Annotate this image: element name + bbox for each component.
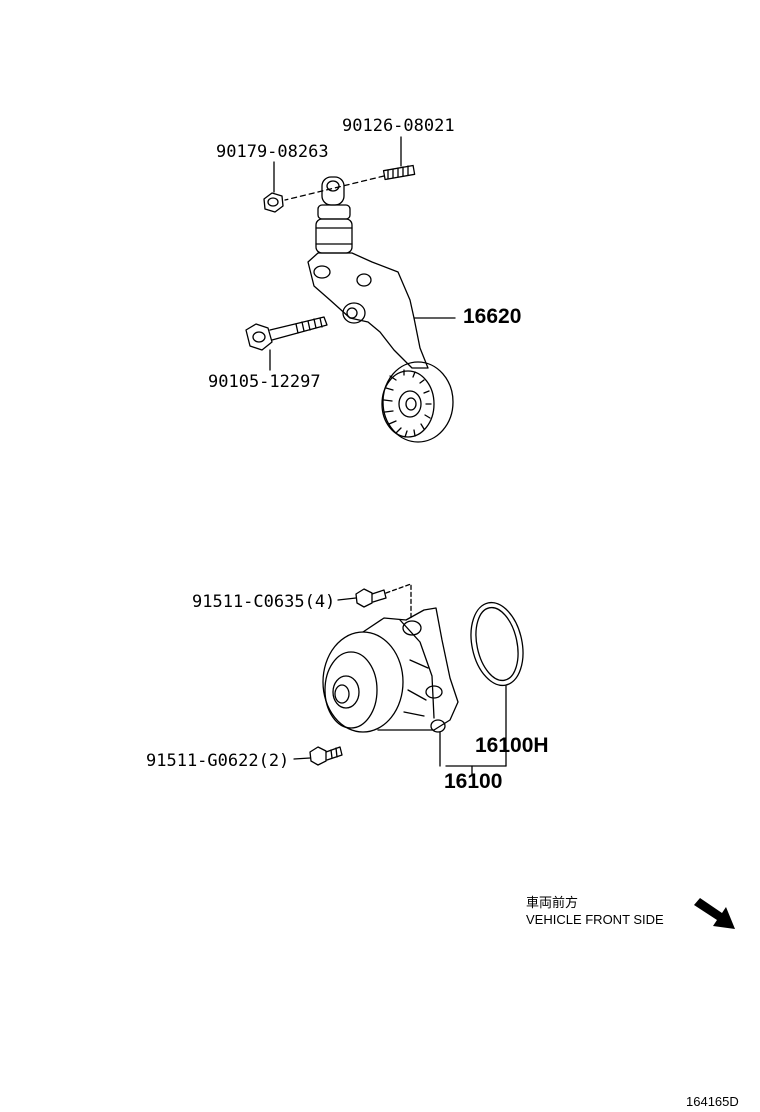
figure-id: 164165D <box>686 1094 739 1109</box>
front-direction-arrow-icon <box>694 898 735 929</box>
gasket-part <box>470 601 524 687</box>
nut-part <box>263 192 284 213</box>
water-pump-part <box>322 607 459 733</box>
label-tensioner-bolt: 90105-12297 <box>208 372 321 392</box>
label-nut: 90179-08263 <box>216 142 329 162</box>
label-water-pump: 16100 <box>444 770 503 793</box>
tensioner-bolt-part <box>245 316 328 351</box>
stud-part <box>382 164 416 181</box>
pump-bolt-upper-part <box>355 588 387 608</box>
label-tensioner: 16620 <box>463 305 522 328</box>
label-pump-bolt-lower: 91511-G0622(2) <box>146 751 290 771</box>
direction-label-en: VEHICLE FRONT SIDE <box>526 912 664 927</box>
tensioner-part <box>307 176 454 443</box>
label-pump-bolt-upper: 91511-C0635(4) <box>192 592 336 612</box>
label-stud: 90126-08021 <box>342 116 455 136</box>
direction-label-jp: 車両前方 <box>526 895 579 910</box>
pump-bolt-lower-part <box>309 746 343 766</box>
label-gasket: 16100H <box>475 734 549 757</box>
